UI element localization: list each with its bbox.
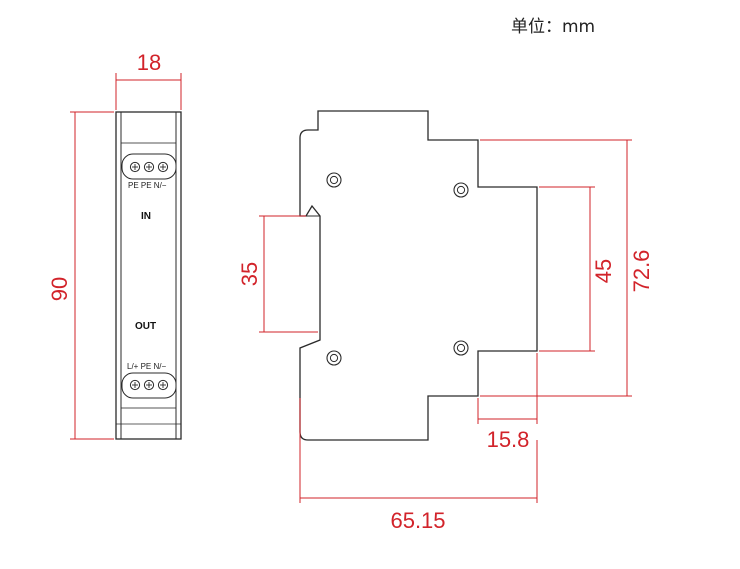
top-terminal-screw-3 [157, 161, 169, 173]
unit-label: 单位：mm [511, 17, 595, 37]
total-depth-dimension [299, 398, 538, 503]
total-depth-label: 65.15 [390, 508, 445, 533]
top-terminal-screw-1 [129, 161, 141, 173]
outer-height-dimension [480, 139, 632, 397]
bottom-terminal-screw-3 [157, 379, 169, 391]
front-height-dimension [70, 111, 114, 440]
mount-hole-bottom-left [326, 350, 342, 366]
bottom-terminal-screw-2 [143, 379, 155, 391]
inner-height-label: 45 [591, 259, 616, 283]
side-view [299, 110, 538, 441]
step-depth-label: 15.8 [487, 427, 530, 452]
front-height-label: 90 [47, 277, 72, 301]
in-label: IN [141, 211, 151, 222]
top-terminal-screw-2 [143, 161, 155, 173]
front-width-label: 18 [137, 50, 161, 75]
front-inner-panel [120, 142, 177, 409]
outer-height-label: 72.6 [629, 250, 654, 293]
rail-dimension [259, 215, 318, 333]
inner-height-dimension [539, 186, 595, 352]
side-body-outline [299, 110, 538, 441]
front-view: PE PE N/− IN OUT L/+ PE N/− [115, 111, 182, 440]
front-width-dimension [115, 73, 182, 110]
mount-hole-top-left [326, 172, 342, 188]
bottom-terminal-label: L/+ PE N/− [127, 362, 166, 371]
mount-hole-bottom-right [453, 340, 469, 356]
rail-dim-label: 35 [237, 262, 262, 286]
mount-hole-top-right [453, 182, 469, 198]
bottom-terminal-screw-1 [129, 379, 141, 391]
step-depth-dimension [477, 353, 538, 424]
top-terminal-label: PE PE N/− [128, 181, 167, 190]
out-label: OUT [135, 321, 156, 332]
